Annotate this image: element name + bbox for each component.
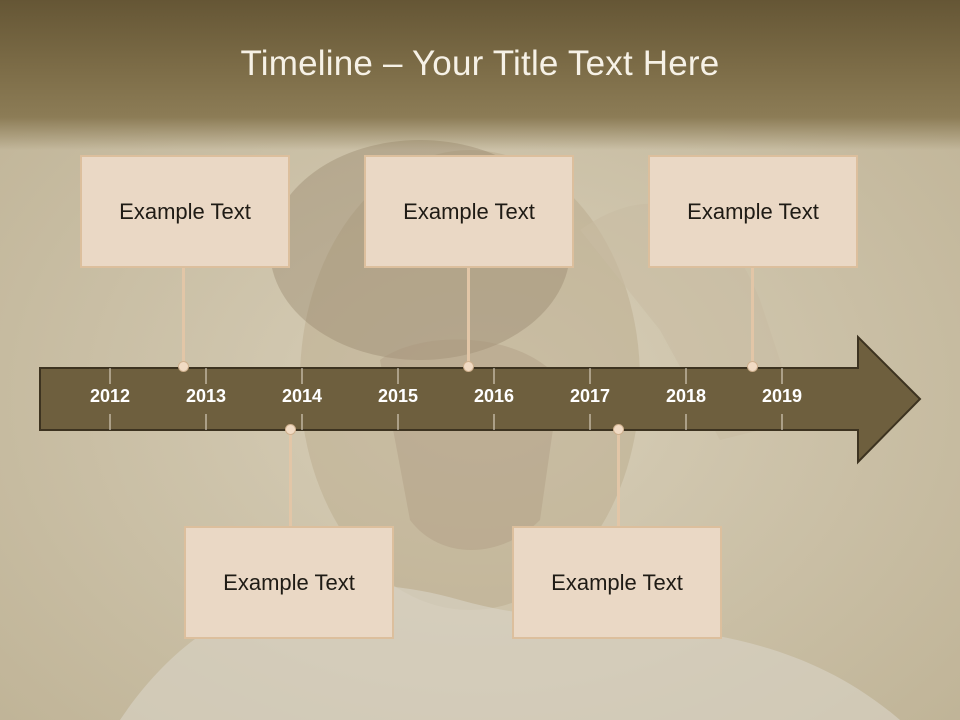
- year-label-2012: 2012: [89, 386, 131, 406]
- arrow-shape: [39, 334, 922, 465]
- event-text: Example Text: [403, 198, 535, 224]
- event-box[interactable]: Example Text: [80, 155, 290, 268]
- event-dot: [178, 361, 189, 372]
- event-connector: [467, 268, 470, 366]
- event-text: Example Text: [223, 569, 355, 595]
- event-box[interactable]: Example Text: [648, 155, 858, 268]
- year-label-2015: 2015: [377, 386, 419, 406]
- title-band: [0, 0, 960, 150]
- event-text: Example Text: [551, 569, 683, 595]
- event-box[interactable]: Example Text: [364, 155, 574, 268]
- event-box[interactable]: Example Text: [512, 526, 722, 639]
- event-text: Example Text: [687, 198, 819, 224]
- slide-title: Timeline – Your Title Text Here: [240, 44, 720, 83]
- year-label-2019: 2019: [761, 386, 803, 406]
- event-connector: [182, 268, 185, 366]
- year-label-2016: 2016: [473, 386, 515, 406]
- year-label-2014: 2014: [281, 386, 323, 406]
- event-connector: [751, 268, 754, 366]
- event-connector: [289, 429, 292, 527]
- year-label-2017: 2017: [569, 386, 611, 406]
- event-box[interactable]: Example Text: [184, 526, 394, 639]
- event-connector: [617, 429, 620, 527]
- event-dot: [747, 361, 758, 372]
- year-label-2013: 2013: [185, 386, 227, 406]
- event-dot: [285, 424, 296, 435]
- event-dot: [463, 361, 474, 372]
- year-label-2018: 2018: [665, 386, 707, 406]
- event-dot: [613, 424, 624, 435]
- event-text: Example Text: [119, 198, 251, 224]
